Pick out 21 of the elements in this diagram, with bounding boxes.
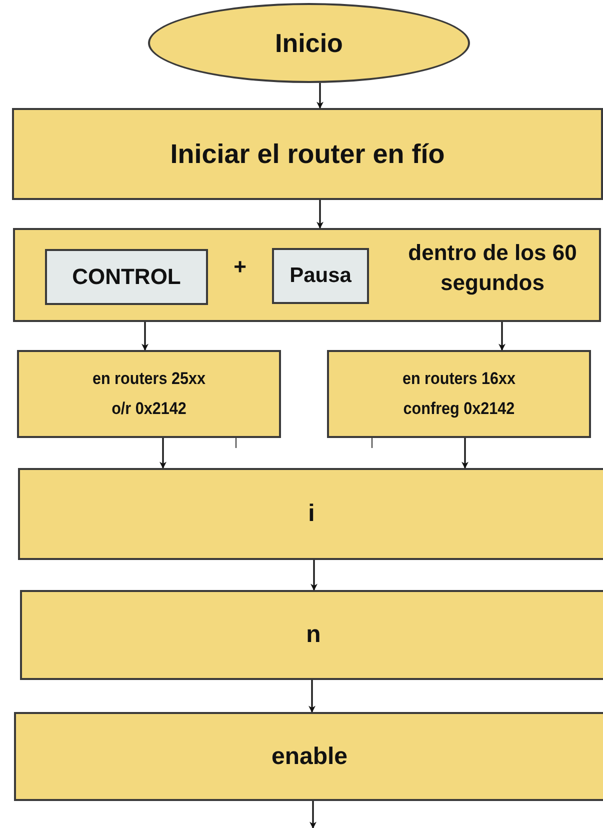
process-box: en routers 25xx o/r 0x2142 [17, 350, 281, 438]
arrow [142, 322, 148, 351]
arrow [462, 438, 468, 469]
arrow [308, 680, 316, 713]
arrow [310, 560, 318, 591]
process-box: en routers 16xx confreg 0x2142 [327, 350, 591, 438]
process-box: i [18, 468, 603, 560]
key-box: Pausa [272, 248, 369, 304]
start-ellipse: Inicio [148, 3, 470, 83]
process-box: n [20, 590, 603, 680]
arrow [160, 438, 166, 469]
arrow [498, 322, 506, 351]
instruction-text: dentro de los 60 segundos [407, 239, 578, 297]
process-box: enable [14, 712, 603, 801]
plus-sign: + [232, 253, 248, 281]
key-box: CONTROL [45, 249, 208, 305]
arrow [316, 200, 324, 229]
arrow [310, 801, 316, 828]
group-box [13, 228, 601, 322]
arrow [316, 83, 324, 109]
process-box: Iniciar el router en fío [12, 108, 603, 200]
